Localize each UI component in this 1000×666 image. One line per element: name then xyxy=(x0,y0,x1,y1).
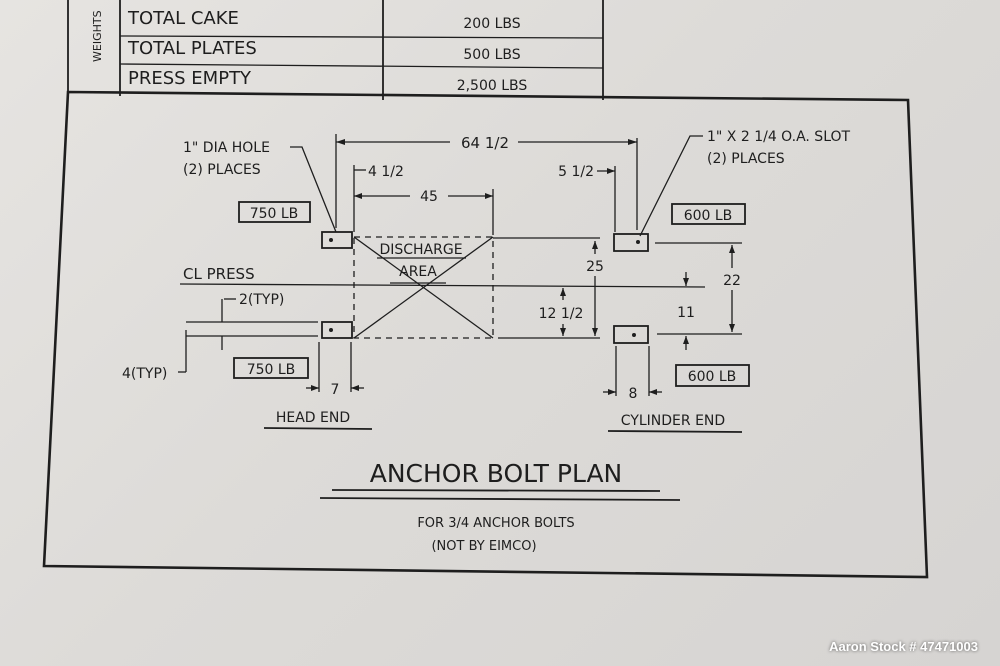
weights-row-value: 2,500 LBS xyxy=(457,78,528,94)
anchor-bolt-hole xyxy=(321,231,353,249)
centerline-label: CL PRESS xyxy=(183,265,255,283)
weights-row-label: TOTAL CAKE xyxy=(127,8,239,29)
dim-label: 4(TYP) xyxy=(122,366,167,382)
dim-label: 4 1/2 xyxy=(368,164,404,180)
dim-label: 2(TYP) xyxy=(239,292,284,308)
load-box: 600 LB xyxy=(671,203,746,225)
anchor-bolt-hole xyxy=(321,321,353,339)
anchor-bolt-slot xyxy=(613,233,649,252)
dim-label: 64 1/2 xyxy=(461,134,509,152)
discharge-area: DISCHARGE AREA xyxy=(353,236,494,339)
discharge-label: AREA xyxy=(399,264,437,280)
callout-text: 1" X 2 1/4 O.A. SLOT xyxy=(707,129,851,145)
weights-row-label: PRESS EMPTY xyxy=(128,68,252,89)
plan-note: (NOT BY EIMCO) xyxy=(431,539,536,554)
dim-label: 25 xyxy=(586,259,604,275)
callout-text: 1" DIA HOLE xyxy=(183,140,270,156)
load-label: 750 LB xyxy=(250,206,299,222)
centerline: CL PRESS xyxy=(179,265,706,288)
dim-label: 22 xyxy=(723,273,741,289)
dim-label: 8 xyxy=(629,386,638,402)
plan-note: FOR 3/4 ANCHOR BOLTS xyxy=(417,516,574,531)
cylinder-end-label: CYLINDER END xyxy=(621,413,725,429)
dim-label: 12 1/2 xyxy=(539,306,584,322)
weights-header: WEIGHTS xyxy=(91,10,104,62)
load-box: 750 LB xyxy=(238,201,311,223)
stock-watermark: Aaron Stock # 47471003 xyxy=(829,639,978,654)
callout-text: (2) PLACES xyxy=(183,162,261,178)
discharge-label: DISCHARGE xyxy=(379,242,462,258)
load-label: 600 LB xyxy=(688,369,737,385)
plan-frame xyxy=(42,90,929,579)
dim-label: 11 xyxy=(677,305,695,321)
weights-row-value: 200 LBS xyxy=(463,16,520,32)
weights-table: WEIGHTS TOTAL CAKE TOTAL PLATES PRESS EM… xyxy=(67,0,604,100)
head-end-label: HEAD END xyxy=(276,410,350,426)
load-label: 750 LB xyxy=(247,362,296,378)
load-label: 600 LB xyxy=(684,208,733,224)
weights-row-value: 500 LBS xyxy=(463,47,520,63)
dim-label: 7 xyxy=(331,382,340,398)
anchor-bolt-slot xyxy=(613,325,649,344)
dim-label: 45 xyxy=(420,189,438,205)
load-box: 600 LB xyxy=(675,364,750,387)
weights-row-label: TOTAL PLATES xyxy=(127,38,257,59)
plan-title: ANCHOR BOLT PLAN xyxy=(370,459,623,488)
dim-label: 5 1/2 xyxy=(558,164,594,180)
callout-text: (2) PLACES xyxy=(707,151,785,167)
load-box: 750 LB xyxy=(233,357,309,379)
